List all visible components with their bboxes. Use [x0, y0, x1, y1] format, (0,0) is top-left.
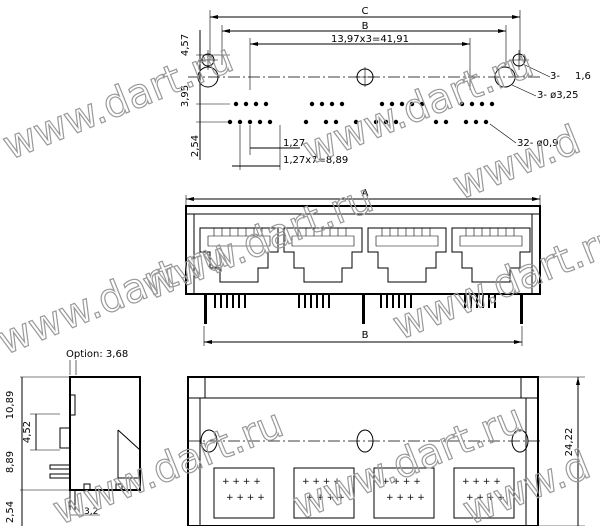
pin-row-upper [233, 101, 495, 107]
watermark-6: www.d [447, 117, 587, 209]
port-2 [283, 227, 363, 283]
dim-1089: 10,89 [5, 391, 16, 420]
svg-text:+ + + +: + + + + [462, 477, 501, 487]
dim-b-front: B [362, 330, 369, 341]
watermark-3: www.dart.ru [137, 175, 380, 309]
svg-text:+ + + +: + + + + [382, 477, 421, 487]
dim-2422: 24,22 [564, 428, 575, 457]
dim-c-label: C [362, 6, 369, 17]
watermark-1: www.dart.ru [0, 35, 240, 169]
svg-text:+ + + +: + + + + [222, 477, 261, 487]
bottom-peg-right [511, 429, 529, 453]
top-view: C B 13,97x3=41,91 [180, 6, 591, 170]
dim-pin-span: 1,27x7=8,89 [283, 155, 348, 166]
dim-889: 8,89 [5, 451, 16, 473]
bottom-view: + + + + + + + + + + + + + + + + + + + + … [187, 376, 585, 526]
callout-hole-3: 32- ø0,9 [517, 138, 559, 149]
bottom-peg-center [356, 429, 374, 453]
dim-254-bottom: 2,54 [5, 501, 16, 523]
svg-text:+ + + +: + + + + [302, 477, 341, 487]
dim-395: 3,95 [180, 85, 191, 107]
dim-port-pitch: 13,97x3=41,91 [331, 34, 409, 45]
port-3 [367, 227, 447, 283]
svg-text:+ + + +: + + + + [226, 493, 265, 503]
dim-option: Option: 3,68 [66, 349, 128, 360]
callout-hole-2: 3- ø3,25 [537, 90, 579, 101]
dim-pin-pitch: 1,27 [283, 138, 305, 149]
dim-b-label: B [362, 21, 369, 32]
watermark-7: www.dart.ru [47, 400, 290, 526]
dim-a-label: A [362, 188, 369, 199]
svg-text:+ + + +: + + + + [466, 493, 505, 503]
dim-457: 4,57 [180, 34, 191, 56]
side-view: Option: 3,68 10,89 4,52 8,89 2,54 3,2 [5, 349, 141, 526]
bottom-peg-left [200, 429, 218, 453]
watermarks: www.dart.ru www.dart.ru www.dart.ru www.… [0, 35, 600, 526]
callout-hole-1-val: 1,6 [575, 71, 591, 82]
svg-text:+ + + +: + + + + [386, 493, 425, 503]
front-view: A [185, 188, 541, 346]
pin-row-lower [227, 119, 489, 125]
port-1 [199, 227, 279, 283]
bottom-pin-blocks: + + + + + + + + + + + + + + + + + + + + … [213, 467, 515, 519]
callout-hole-1: 3- [550, 71, 560, 82]
front-pins [204, 294, 523, 324]
port-4 [451, 227, 531, 283]
dim-452: 4,52 [22, 421, 33, 443]
svg-text:+ + + +: + + + + [306, 493, 345, 503]
dim-254-top: 2,54 [190, 135, 201, 157]
dim-32: 3,2 [84, 507, 98, 517]
